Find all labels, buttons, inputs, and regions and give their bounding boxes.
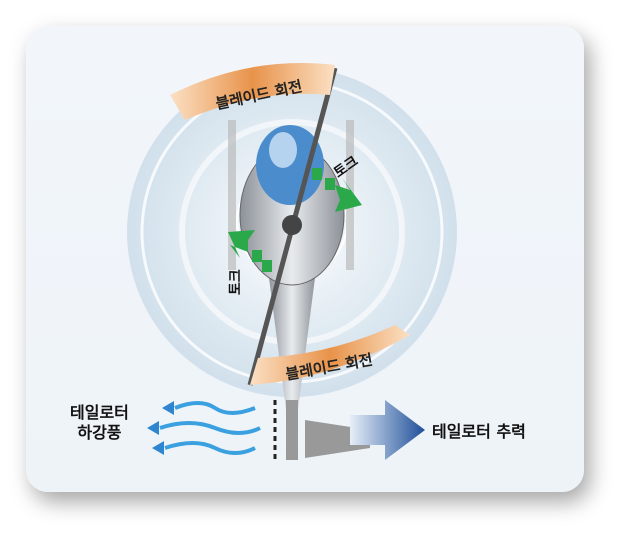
rotor-hub — [282, 215, 302, 235]
banner-top — [170, 63, 335, 120]
downwash-line1: 테일로터 — [70, 403, 129, 422]
label-torque-left: 토크 — [228, 269, 244, 295]
label-tail-downwash: 테일로터 하강풍 — [70, 403, 129, 443]
label-tail-thrust: 테일로터 추력 — [432, 422, 526, 441]
torque-arrow-left — [228, 230, 272, 272]
torque-arrow-right — [312, 168, 362, 212]
downwash-line2: 하강풍 — [77, 423, 122, 442]
thrust-arrow — [350, 400, 425, 460]
banner-bottom — [250, 325, 410, 385]
tail-boom — [268, 270, 316, 410]
downwash-arrows — [159, 401, 261, 455]
